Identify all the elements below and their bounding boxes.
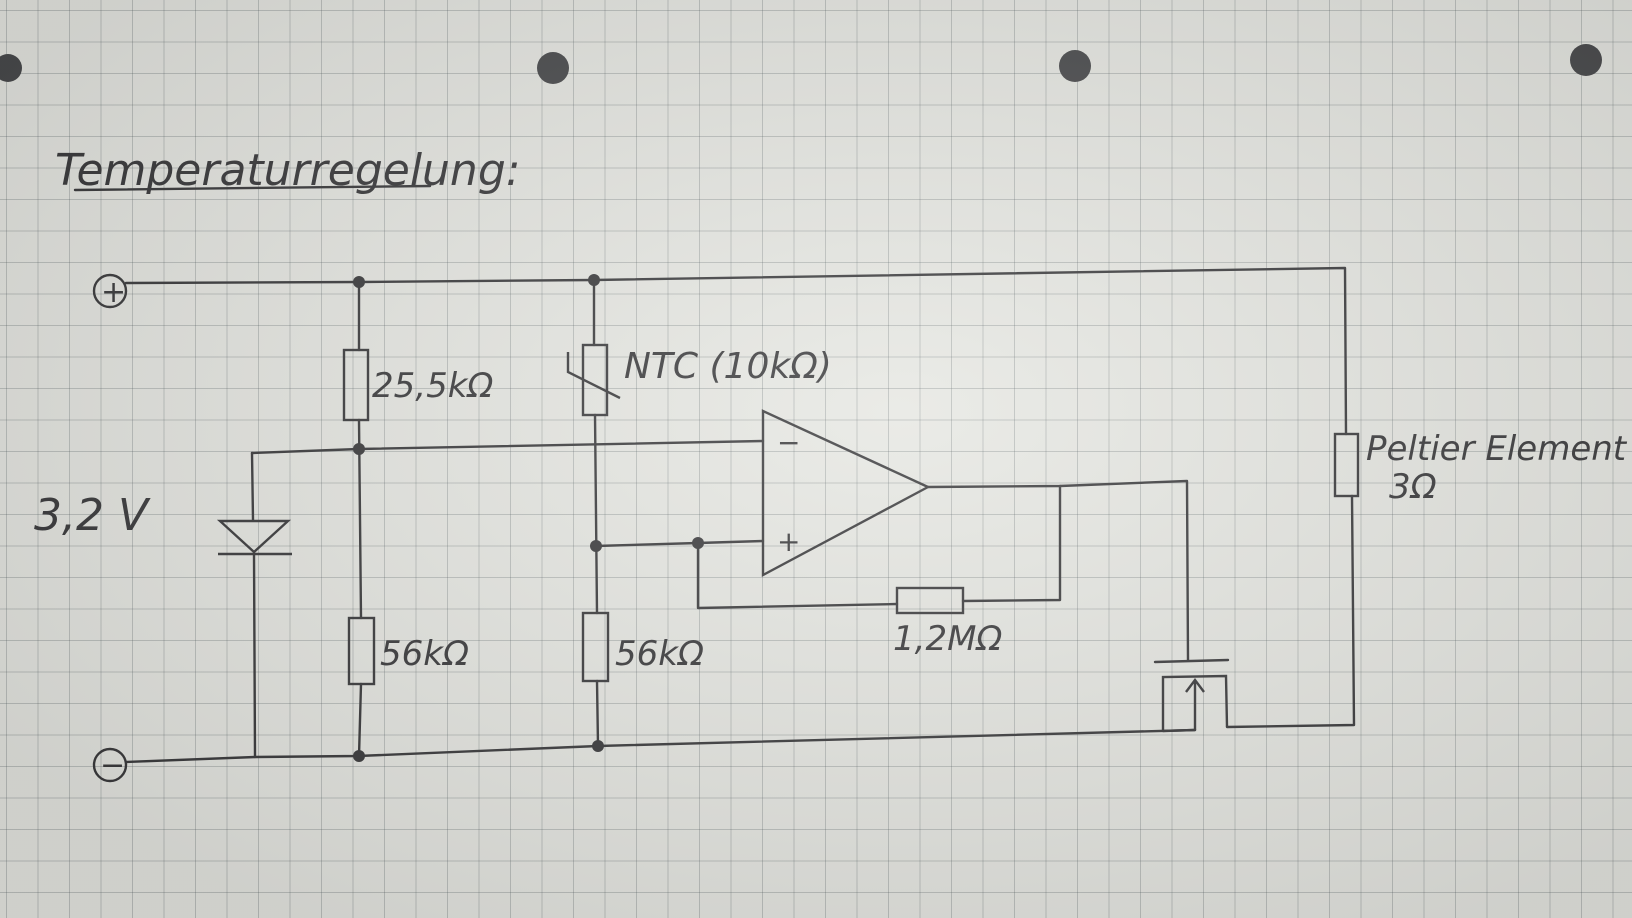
wire-noninverting-input — [594, 539, 765, 548]
junction-dot — [353, 276, 365, 288]
title-underline — [73, 184, 432, 192]
resistor-25k5 — [342, 348, 370, 422]
resistor-56k-mid-label: 56kΩ — [615, 634, 704, 674]
resistor-feedback-label: 1,2MΩ — [893, 619, 1002, 659]
junction-dot — [692, 537, 704, 549]
op-amp-inverting-sign: − — [777, 426, 800, 459]
negative-terminal: − — [92, 747, 128, 783]
negative-rail — [124, 728, 1197, 764]
ntc-thermistor-mark — [566, 352, 621, 400]
wire-mid-bottom — [595, 679, 600, 748]
mosfet-arrow — [1185, 678, 1205, 730]
op-amp-noninverting-sign: + — [777, 525, 800, 558]
junction-dot — [588, 274, 600, 286]
wire-mosfet-drain — [1225, 494, 1356, 729]
wire-feedback-left — [696, 541, 899, 610]
resistor-feedback-1m2 — [895, 586, 965, 615]
negative-terminal-symbol: − — [100, 748, 125, 783]
wire-inverting-input — [250, 439, 765, 455]
resistor-56k-mid — [581, 611, 610, 683]
peltier-element — [1333, 432, 1360, 498]
peltier-name-label: Peltier Element — [1366, 429, 1628, 469]
positive-terminal-symbol: + — [101, 275, 126, 310]
punch-hole-2 — [537, 52, 569, 84]
punch-hole-1 — [0, 54, 22, 82]
wire-diode-bottom — [252, 552, 257, 759]
positive-terminal: + — [92, 273, 128, 310]
op-amp — [761, 409, 931, 577]
punch-hole-3 — [1059, 50, 1091, 82]
wire-left-bottom — [357, 682, 363, 758]
resistor-56k-left-label: 56kΩ — [380, 634, 469, 674]
peltier-value-label: 3Ω — [1389, 467, 1437, 507]
wire-diode-top — [250, 451, 255, 522]
junction-dot — [353, 750, 365, 762]
wire-mid-mid — [593, 413, 599, 615]
wire-mosfet-source — [1161, 728, 1197, 733]
mosfet-gate-plate — [1153, 658, 1230, 664]
resistor-56k-left — [347, 616, 376, 686]
resistor-25k5-label: 25,5kΩ — [372, 366, 493, 406]
punch-hole-4 — [1570, 44, 1602, 76]
diode-voltage-label: 3,2 V — [34, 490, 151, 541]
wire-opamp-output — [926, 479, 1190, 662]
wire-feedback-right — [961, 484, 1062, 603]
mosfet-channel — [1161, 674, 1229, 731]
junction-dot — [590, 540, 602, 552]
zener-diode — [216, 519, 292, 556]
junction-dot — [592, 740, 604, 752]
junction-dot — [353, 443, 365, 455]
ntc-label: NTC (10kΩ) — [624, 346, 832, 387]
